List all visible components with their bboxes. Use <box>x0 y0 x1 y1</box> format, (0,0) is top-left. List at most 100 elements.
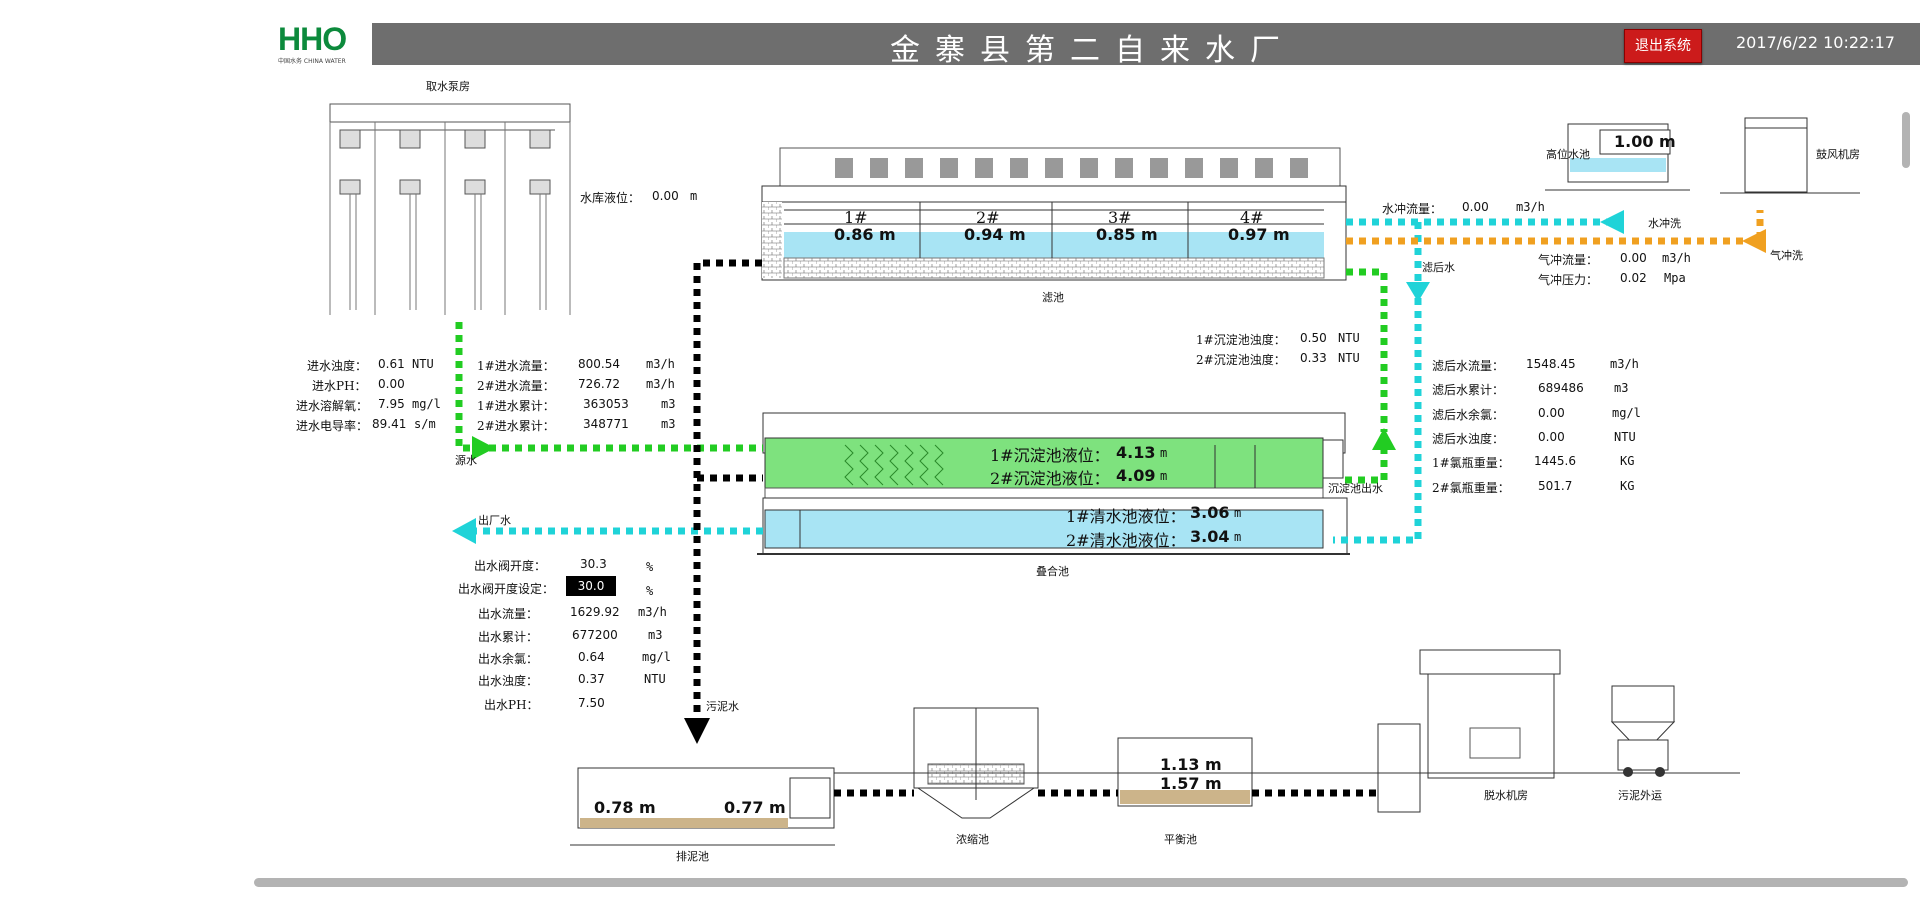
sediment-level-2-value: 4.09 <box>1116 466 1156 485</box>
inlet-flow-1-label: 1#进水流量： <box>477 359 555 373</box>
filtered-turbidity-value: 0.00 <box>1538 430 1565 444</box>
inlet-flow-2-value: 726.72 <box>578 377 620 391</box>
high-tank-label: 高位水池 <box>1546 148 1590 161</box>
inlet-ph-value: 0.00 <box>378 377 405 391</box>
inlet-flow-2-unit: m3/h <box>646 377 675 391</box>
thickener-tank <box>913 707 1039 819</box>
chlorine-bottle-1-value: 1445.6 <box>1534 454 1576 468</box>
sediment-level-1-value: 4.13 <box>1116 443 1156 462</box>
filter-cell-3-level: 0.85 m <box>1096 225 1158 244</box>
outlet-chlorine-unit: mg/l <box>642 650 671 664</box>
blower-room-label: 鼓风机房 <box>1816 148 1860 161</box>
raw-water-label: 源水 <box>455 454 477 467</box>
air-pressure-value: 0.02 <box>1620 271 1647 285</box>
water-flush-flow-value: 0.00 <box>1462 200 1489 214</box>
outlet-total-value: 677200 <box>572 628 618 642</box>
transport-caption: 污泥外运 <box>1618 789 1662 802</box>
logo-text: HHO <box>278 21 347 57</box>
clear-level-1-label: 1#清水池液位： <box>1066 507 1186 526</box>
sediment-level-1-unit: m <box>1160 446 1168 460</box>
outlet-chlorine-label: 出水余氯： <box>478 652 539 666</box>
chlorine-bottle-1-label: 1#氯瓶重量： <box>1432 456 1510 470</box>
intake-pump-house <box>329 103 571 315</box>
chlorine-bottle-2-value: 501.7 <box>1538 479 1573 493</box>
filtered-total-unit: m3 <box>1614 381 1629 395</box>
clear-level-2-unit: m <box>1234 530 1242 544</box>
inlet-do-label: 进水溶解氧： <box>296 399 369 413</box>
page-title: 金寨县第二自来水厂 <box>890 33 1295 68</box>
inlet-flow-2-label: 2#进水流量： <box>477 379 555 393</box>
dewater-caption: 脱水机房 <box>1484 789 1528 802</box>
air-flush-flow-label: 气冲流量： <box>1538 253 1599 267</box>
high-tank-level: 1.00 m <box>1614 132 1676 151</box>
air-pressure-unit: Mpa <box>1664 271 1686 285</box>
after-filter-arrow-icon <box>1406 282 1430 302</box>
outlet-water-label: 出厂水 <box>478 514 511 527</box>
chlorine-bottle-1-unit: KG <box>1620 454 1635 468</box>
filtered-chlorine-label: 滤后水余氯： <box>1432 408 1505 422</box>
balance-tank <box>1117 737 1253 807</box>
inlet-total-2-label: 2#进水累计： <box>477 419 555 433</box>
combined-tank <box>757 412 1350 555</box>
inlet-turbidity-unit: NTU <box>412 357 434 371</box>
filtered-turbidity-label: 滤后水浊度： <box>1432 432 1505 446</box>
filter-cell-3-name: 3# <box>1108 208 1132 227</box>
drain-tank-caption: 排泥池 <box>676 850 709 863</box>
valve-setpoint-input[interactable]: 30.0 <box>566 576 616 596</box>
air-flush-flow-value: 0.00 <box>1620 251 1647 265</box>
filter-caption: 滤池 <box>1042 291 1064 304</box>
sediment-level-1-label: 1#沉淀池液位： <box>990 446 1110 465</box>
valve-setpoint-label: 出水阀开度设定： <box>458 582 555 596</box>
filter-cell-4-level: 0.97 m <box>1228 225 1290 244</box>
horizontal-scrollbar[interactable] <box>254 878 1908 887</box>
outlet-ph-label: 出水PH： <box>484 698 539 712</box>
sludge-water-label: 污泥水 <box>706 700 739 713</box>
filtered-flow-value: 1548.45 <box>1526 357 1576 371</box>
inlet-flow-1-unit: m3/h <box>646 357 675 371</box>
reservoir-unit: m <box>690 189 698 203</box>
outlet-flow-label: 出水流量： <box>478 607 539 621</box>
sediment-turbidity-1-value: 0.50 <box>1300 331 1327 345</box>
drain-level-right: 0.77 m <box>724 798 786 817</box>
reservoir-value: 0.00 <box>652 189 679 203</box>
outlet-total-unit: m3 <box>648 628 663 642</box>
exit-system-button[interactable]: 退出系统 <box>1624 29 1702 63</box>
outlet-flow-unit: m3/h <box>638 605 667 619</box>
vertical-scrollbar[interactable] <box>1902 112 1910 168</box>
raw-water-arrow-icon <box>472 436 495 460</box>
filter-cell-4-name: 4# <box>1240 208 1264 227</box>
inlet-total-2-value: 348771 <box>583 417 629 431</box>
clear-level-2-label: 2#清水池液位： <box>1066 531 1186 550</box>
valve-setpoint-unit: % <box>646 584 654 598</box>
outlet-turbidity-unit: NTU <box>644 672 666 686</box>
thickener-caption: 浓缩池 <box>956 833 989 846</box>
inlet-conductivity-label: 进水电导率： <box>296 419 369 433</box>
filtered-chlorine-value: 0.00 <box>1538 406 1565 420</box>
filter-cell-2-name: 2# <box>976 208 1000 227</box>
sludge-truck <box>1610 685 1676 777</box>
drain-level-left: 0.78 m <box>594 798 656 817</box>
drain-tank <box>570 767 835 846</box>
sediment-level-2-label: 2#沉淀池液位： <box>990 469 1110 488</box>
filtered-total-value: 689486 <box>1538 381 1584 395</box>
datetime-display: 2017/6/22 10:22:17 <box>1736 33 1895 52</box>
air-pressure-label: 气冲压力： <box>1538 273 1599 287</box>
logo-subtext: 中国水务 CHINA WATER <box>278 58 346 65</box>
clear-level-1-value: 3.06 <box>1190 503 1230 522</box>
filtered-chlorine-unit: mg/l <box>1612 406 1641 420</box>
sediment-turbidity-1-unit: NTU <box>1338 331 1360 345</box>
filter-building <box>761 147 1347 281</box>
inlet-do-unit: mg/l <box>412 397 441 411</box>
air-flush-tag: 气冲洗 <box>1770 249 1803 262</box>
air-flush-pipe <box>1346 210 1764 245</box>
filter-cell-1-name: 1# <box>844 208 868 227</box>
filter-cell-2-level: 0.94 m <box>964 225 1026 244</box>
filtered-turbidity-unit: NTU <box>1614 430 1636 444</box>
inlet-total-1-unit: m3 <box>661 397 676 411</box>
water-flush-flow-label: 水冲流量： <box>1382 202 1443 216</box>
filtered-flow-label: 滤后水流量： <box>1432 359 1505 373</box>
sediment-turbidity-1-label: 1#沉淀池浊度： <box>1196 333 1286 347</box>
after-filter-pipe <box>1333 285 1422 544</box>
sediment-turbidity-2-value: 0.33 <box>1300 351 1327 365</box>
sediment-outlet-label: 沉淀池出水 <box>1328 482 1383 495</box>
